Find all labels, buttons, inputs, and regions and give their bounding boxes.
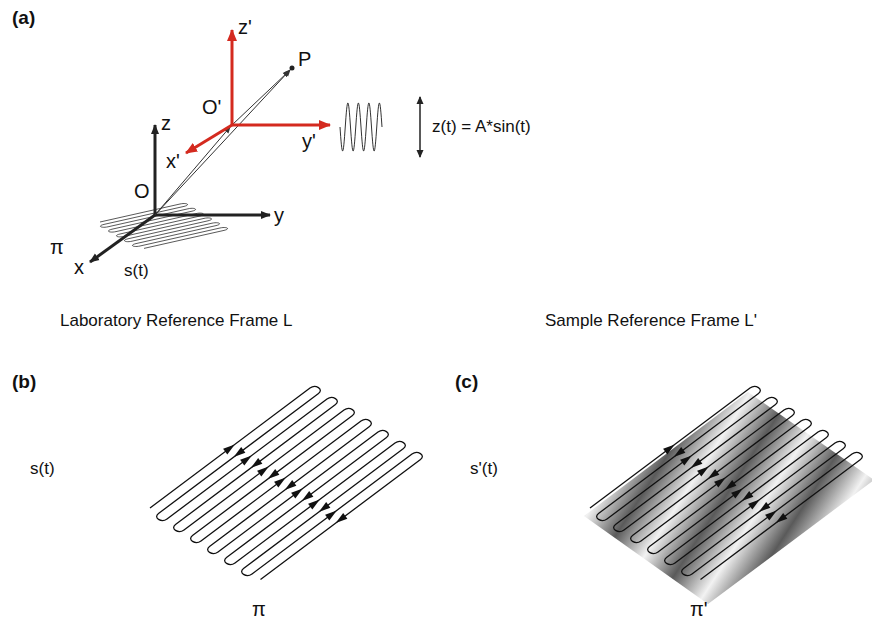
sine-oscillation — [340, 103, 382, 151]
figure-label: P — [298, 48, 311, 70]
figure-label: π — [50, 236, 64, 258]
scan-paths — [100, 204, 862, 580]
scan-arrow — [765, 510, 777, 520]
scan-arrow — [336, 513, 348, 523]
scan-arrow — [302, 491, 314, 501]
scan-arrow — [708, 469, 720, 479]
figure-label: x' — [166, 150, 180, 172]
position-vector — [155, 70, 290, 215]
scan-arrow — [274, 477, 286, 487]
scan-arrow — [257, 466, 269, 476]
scan-arrow — [663, 444, 675, 454]
figure-label: Laboratory Reference Frame L — [60, 312, 292, 331]
scan-arrow — [680, 455, 692, 465]
position-vector — [155, 127, 230, 215]
figure-label: π' — [690, 598, 708, 620]
point-p — [290, 66, 295, 71]
scan-arrow — [268, 469, 280, 479]
scan-arrow — [697, 466, 709, 476]
figure-label: s(t) — [30, 460, 55, 479]
figure-label: z(t) = A*sin(t) — [432, 118, 531, 137]
scan-arrow — [759, 502, 771, 512]
scan-arrow — [691, 458, 703, 468]
scan-arrow — [291, 488, 303, 498]
figure-label: O — [134, 180, 150, 202]
scan-arrow — [776, 513, 788, 523]
figure-label: y — [274, 204, 284, 226]
figure-label: z — [161, 112, 171, 134]
scan-arrow — [319, 502, 331, 512]
scan-arrow — [234, 447, 246, 457]
figure-label: (a) — [12, 8, 35, 29]
figure-label: (c) — [455, 372, 478, 393]
figure-label: s(t) — [124, 262, 149, 281]
figure-label: O' — [202, 96, 221, 118]
scan-arrow — [240, 455, 252, 465]
figure-label: Sample Reference Frame L' — [545, 312, 757, 331]
wavy-surface — [584, 392, 872, 604]
scan-arrow — [748, 499, 760, 509]
scan-arrow — [251, 458, 263, 468]
position-vector — [232, 71, 289, 125]
scan-arrow — [285, 480, 297, 490]
double-arrow — [419, 97, 421, 157]
x-axis — [90, 215, 155, 262]
scan-arrow — [223, 444, 235, 454]
figure-label: x — [74, 256, 84, 278]
figure-label: π — [252, 598, 266, 620]
scan-arrow — [674, 447, 686, 457]
figure-label: y' — [302, 130, 316, 152]
x-prime-axis — [186, 125, 232, 153]
raster-scan — [590, 386, 862, 579]
figure-label: (b) — [12, 372, 36, 393]
y-prime-axis — [232, 124, 330, 127]
scan-arrow — [731, 488, 743, 498]
scan-arrow — [308, 499, 320, 509]
scan-arrow — [714, 477, 726, 487]
z-axis — [154, 125, 157, 215]
y-axis — [155, 214, 270, 217]
raster-scan — [150, 386, 422, 579]
scan-arrow — [742, 491, 754, 501]
figure-label: z' — [238, 16, 252, 38]
scan-arrow — [725, 480, 737, 490]
z-prime-axis — [231, 30, 234, 125]
scan-arrow — [325, 510, 337, 520]
figure-label: s'(t) — [470, 460, 498, 479]
